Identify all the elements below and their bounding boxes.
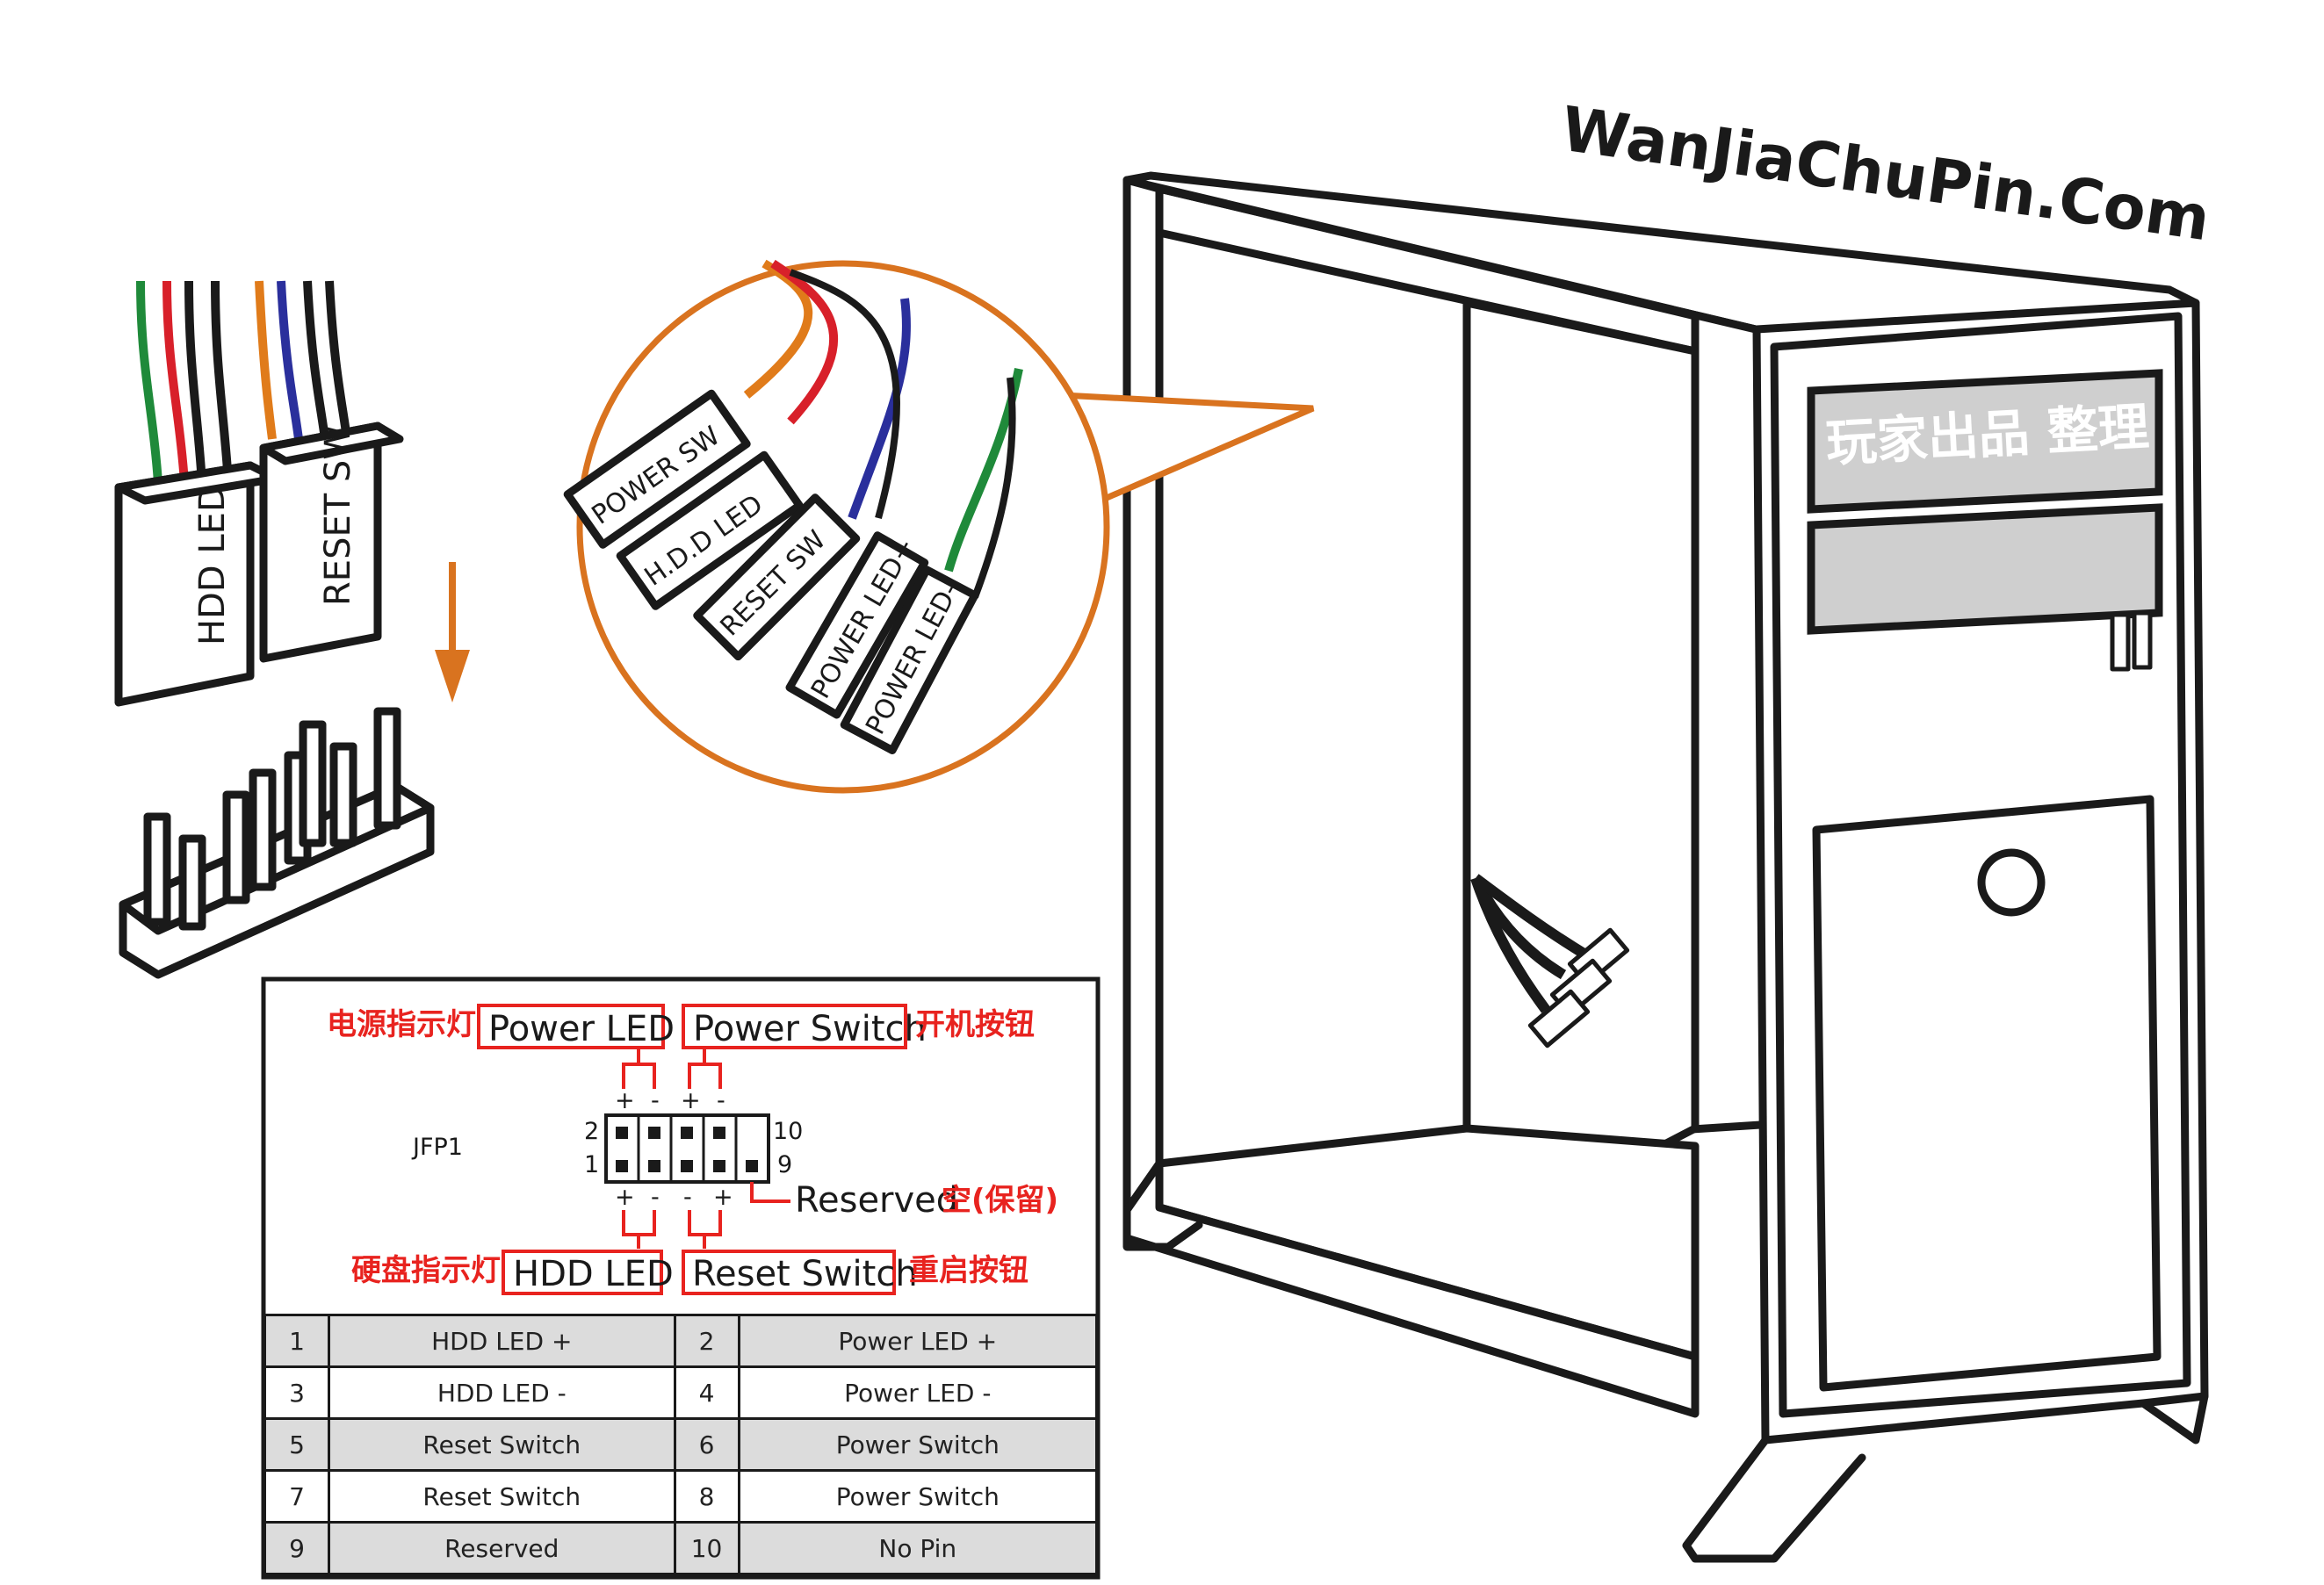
front-button-1 — [2110, 612, 2131, 672]
pin-number-cell: 6 — [673, 1417, 740, 1472]
pin-function-cell: HDD LED - — [328, 1365, 676, 1420]
case-back-edge — [1122, 176, 1164, 1214]
pin7-polarity: + — [713, 1184, 733, 1211]
pin5-polarity: - — [683, 1184, 692, 1211]
pin1-polarity: + — [615, 1184, 635, 1211]
pin-function-cell: Power Switch — [737, 1469, 1099, 1524]
front-button-2 — [2132, 610, 2153, 670]
power-switch-label: Power Switch — [693, 1009, 927, 1049]
pin-function-cell: HDD LED + — [328, 1314, 676, 1368]
pin-number-cell: 4 — [673, 1365, 740, 1420]
connector-hdd-led-label: HDD LED — [192, 485, 233, 645]
pin-number-2: 2 — [584, 1118, 599, 1145]
front-door — [1812, 795, 2162, 1392]
pin-header — [119, 707, 435, 979]
zoom-callout: POWER SW H.D.D LED RESET SW POWER LED+ P… — [563, 259, 1315, 794]
motherboard-tray — [1462, 299, 1700, 1251]
pin-number-cell: 5 — [263, 1417, 330, 1472]
pin-function-cell: Power Switch — [737, 1417, 1099, 1472]
pin-number-cell: 2 — [673, 1314, 740, 1368]
pin-number-1: 1 — [584, 1151, 599, 1178]
pc-case: 玩家出品 整理 — [1122, 171, 2209, 1563]
connector-reset-sw-label: RESET SW — [318, 425, 358, 606]
reserved-cn-label: 空(保留) — [942, 1183, 1058, 1218]
pin-function-cell: Reset Switch — [328, 1469, 676, 1524]
pin-number-10: 10 — [773, 1118, 803, 1145]
pin-number-cell: 1 — [263, 1314, 330, 1368]
pin-function-cell: Reserved — [328, 1521, 676, 1575]
pin4-polarity: - — [651, 1087, 660, 1114]
drive-bay-2 — [1807, 503, 2163, 635]
pin-number-cell: 9 — [263, 1521, 330, 1575]
pin3-polarity: - — [651, 1184, 660, 1211]
pin-number-cell: 10 — [673, 1521, 740, 1575]
pin-number-9: 9 — [777, 1151, 792, 1178]
pin2-polarity: + — [615, 1087, 635, 1114]
pin-number-cell: 7 — [263, 1469, 330, 1524]
pin-function-cell: Reset Switch — [328, 1417, 676, 1472]
pin-function-cell: Power LED + — [737, 1314, 1099, 1368]
hdd-led-cn-label: 硬盘指示灯 — [351, 1253, 501, 1288]
power-switch-cn-label: 开机按钮 — [915, 1007, 1035, 1042]
front-panel-connector: HDD LED RESET SW — [114, 280, 404, 707]
pin-number-cell: 3 — [263, 1365, 330, 1420]
hdd-led-label: HDD LED — [513, 1254, 674, 1294]
power-led-label: Power LED — [488, 1009, 675, 1049]
pin-number-cell: 8 — [673, 1469, 740, 1524]
pin-function-cell: Power LED - — [737, 1365, 1099, 1420]
reset-switch-label: Reset Switch — [692, 1254, 918, 1294]
down-arrow-icon — [435, 562, 470, 702]
reset-switch-cn-label: 重启按钮 — [909, 1253, 1028, 1288]
reserved-label: Reserved — [795, 1180, 958, 1221]
drive-bay-1 — [1807, 369, 2163, 514]
pin6-polarity: + — [681, 1087, 701, 1114]
power-button — [1977, 848, 2046, 917]
power-led-cn-label: 电源指示灯 — [327, 1007, 476, 1042]
pin8-polarity: - — [717, 1087, 725, 1114]
pin-function-cell: No Pin — [737, 1521, 1099, 1575]
header-name: JFP1 — [411, 1134, 463, 1161]
